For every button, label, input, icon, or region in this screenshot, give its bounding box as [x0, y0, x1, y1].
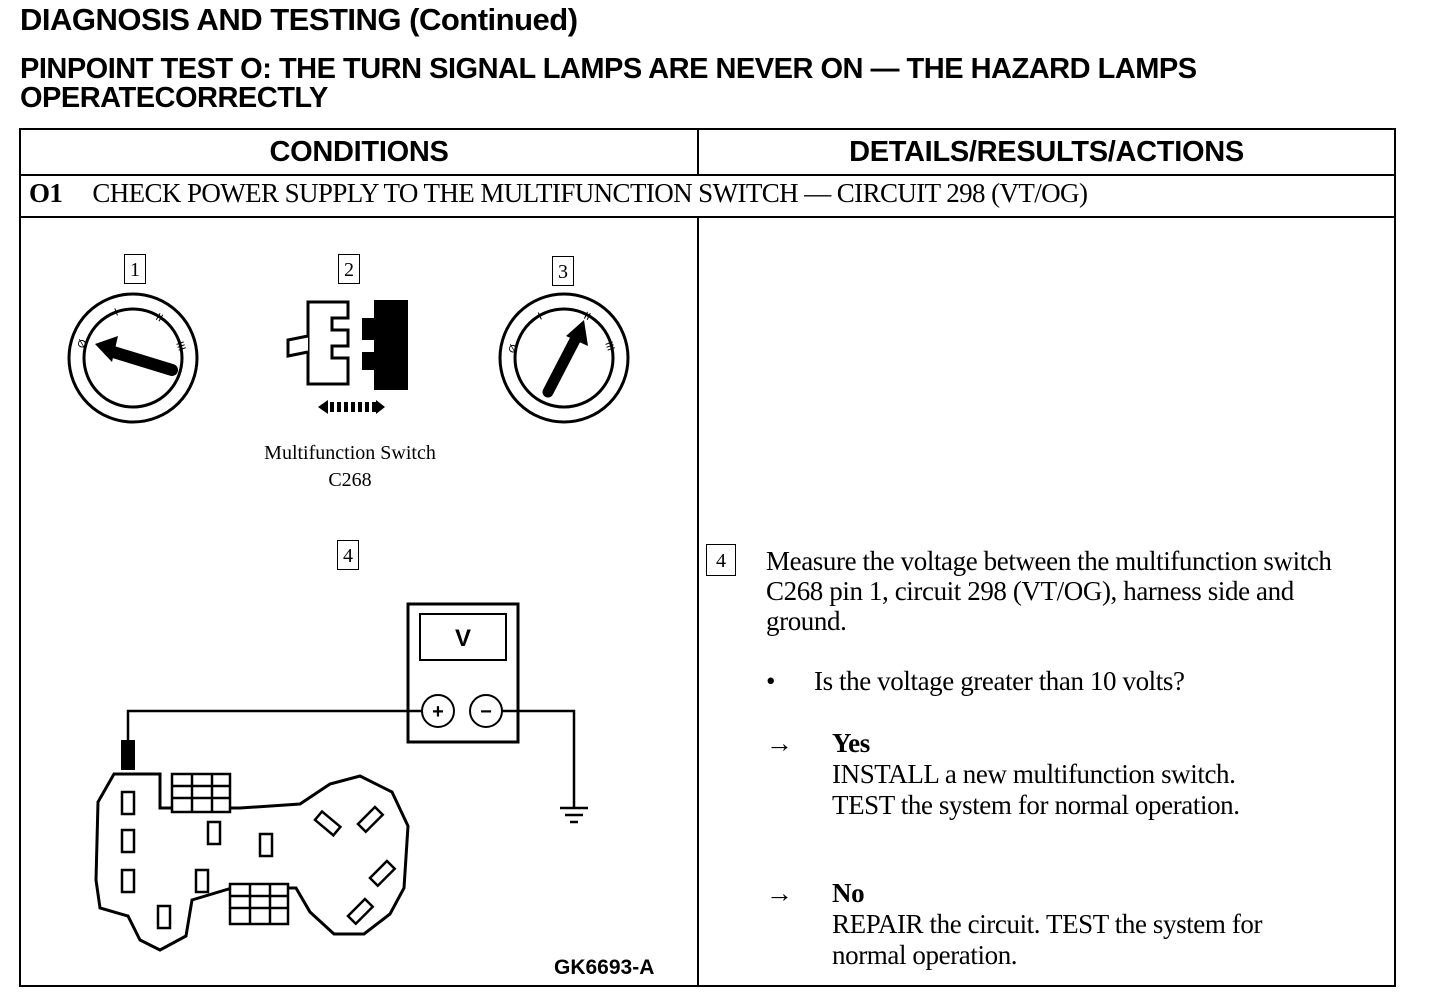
meter-label: V [455, 625, 471, 652]
connector-caption: Multifunction Switch C268 [240, 442, 460, 492]
no-action-2: normal operation. [832, 940, 1018, 970]
test-probe [121, 740, 135, 770]
header-divider [21, 174, 1394, 176]
caption-connector-id: C268 [328, 469, 372, 491]
step-divider [21, 216, 1394, 218]
test-leads [126, 709, 576, 808]
arrow-icon: → [766, 728, 793, 758]
callout-2: 2 [338, 254, 360, 284]
conditions-header: CONDITIONS [269, 136, 449, 168]
pinpoint-test-table: CONDITIONS DETAILS/RESULTS/ACTIONS O1 CHE… [19, 128, 1396, 987]
voltmeter-icon: V + − [406, 602, 520, 744]
wiring-diagram: Ø I II III Ø I II III [67, 292, 630, 952]
ground-icon [560, 806, 588, 824]
yes-label: Yes [832, 728, 870, 758]
callout-1: 1 [124, 254, 146, 284]
measurement-instruction: Measure the voltage between the multifun… [766, 546, 1332, 636]
ignition-switch-run-icon: Ø I II III [498, 292, 630, 424]
callout-3: 3 [552, 256, 574, 286]
yes-action-2: TEST the system for normal operation. [832, 790, 1240, 820]
key-mark-2-3: II [582, 310, 593, 323]
step-row: O1 CHECK POWER SUPPLY TO THE MULTIFUNCTIO… [29, 178, 1088, 209]
connector-c268-icon [94, 772, 410, 952]
ignition-switch-off-icon: Ø I II III [67, 292, 199, 424]
caption-name: Multifunction Switch [264, 442, 436, 464]
yes-action-1: INSTALL a new multifunction switch. [832, 759, 1236, 789]
step-title: CHECK POWER SUPPLY TO THE MULTIFUNCTION … [92, 178, 1088, 208]
plus-terminal: + [432, 701, 444, 723]
pinpoint-test-title: PINPOINT TEST O: THE TURN SIGNAL LAMPS A… [20, 53, 1197, 114]
question-text: Is the voltage greater than 10 volts? [814, 666, 1185, 696]
body-column-divider [697, 216, 699, 985]
minus-terminal: − [480, 701, 492, 723]
page-heading: DIAGNOSIS AND TESTING (Continued) [20, 2, 578, 37]
question-item: • Is the voltage greater than 10 volts? [766, 666, 1185, 697]
arrow-icon: → [766, 878, 793, 908]
no-label: No [832, 878, 865, 908]
multifunction-switch-connector-icon [286, 300, 408, 414]
figure-code: GK6693-A [554, 956, 655, 979]
step-number: O1 [29, 178, 63, 208]
key-mark-2: II [154, 311, 165, 324]
details-step-callout: 4 [706, 544, 736, 576]
no-action-1: REPAIR the circuit. TEST the system for [832, 909, 1263, 939]
key-mark-3: III [173, 340, 187, 353]
bullet-icon: • [766, 666, 776, 696]
header-column-divider [697, 130, 699, 174]
details-header: DETAILS/RESULTS/ACTIONS [849, 136, 1244, 168]
key-mark-1-3: I [536, 311, 544, 323]
key-mark-1: I [113, 306, 120, 318]
key-mark-3-3: III [602, 340, 616, 353]
callout-4: 4 [337, 540, 359, 570]
